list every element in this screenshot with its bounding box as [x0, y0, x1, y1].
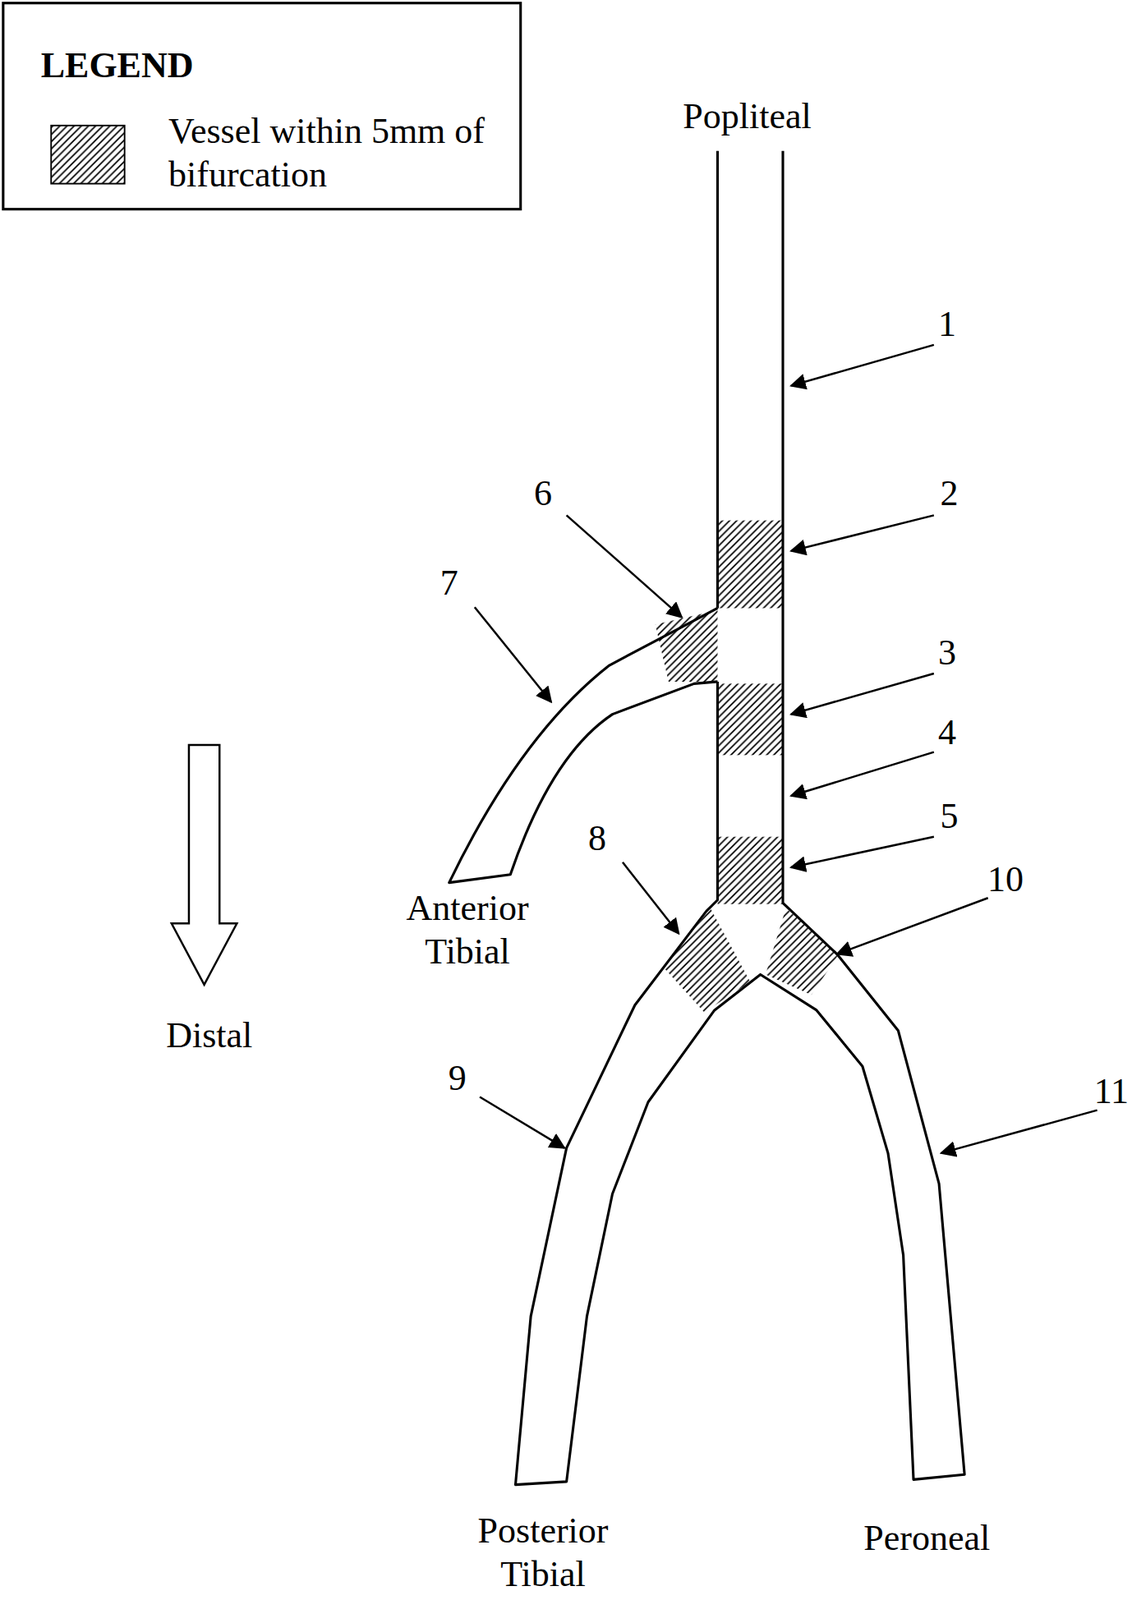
callout-number: 10 — [987, 858, 1024, 902]
leader-arrow — [622, 862, 679, 935]
legend-frame — [3, 3, 521, 210]
vessel-wall — [449, 607, 718, 883]
vessel-wall — [716, 151, 719, 609]
vessel-name: Anterior Tibial — [377, 887, 557, 975]
leader-arrow — [474, 607, 552, 703]
callout-number: 2 — [940, 472, 959, 516]
leader-lines — [474, 345, 1098, 1154]
vessel-name: Popliteal — [682, 95, 811, 139]
vessel-name: Posterior Tibial — [443, 1509, 643, 1597]
hatch-region — [717, 837, 783, 905]
vessel-name: Peroneal — [863, 1517, 990, 1561]
leader-arrow — [941, 1110, 1098, 1154]
callout-number: 1 — [938, 303, 957, 347]
hatch-region — [717, 520, 783, 609]
leader-arrow — [791, 673, 935, 715]
hatched-segments — [655, 520, 840, 1013]
callout-number: 8 — [588, 817, 607, 861]
leader-arrow — [479, 1097, 565, 1149]
direction-arrow — [171, 745, 238, 985]
callout-number: 5 — [940, 795, 959, 839]
hatch-region — [655, 610, 718, 682]
vessel-wall — [515, 151, 966, 1486]
leader-arrow — [566, 515, 682, 617]
legend-heading: LEGEND — [41, 44, 194, 88]
callout-number: 4 — [938, 711, 957, 755]
leader-arrow — [791, 752, 935, 797]
callout-number: 3 — [938, 631, 957, 676]
hatch-region — [663, 908, 751, 1013]
leader-arrow — [791, 837, 935, 868]
leader-arrow — [791, 345, 935, 387]
hatch-region — [717, 683, 783, 755]
legend-text: Vessel within 5mm of bifurcation — [168, 110, 506, 198]
leader-arrow — [837, 897, 989, 954]
leader-arrow — [791, 515, 935, 551]
callout-number: 6 — [533, 472, 553, 516]
direction-label: Distal — [165, 1014, 253, 1059]
callout-number: 7 — [440, 561, 459, 606]
vessel-outline — [449, 151, 965, 1486]
legend-swatch — [50, 125, 125, 185]
callout-number: 11 — [1094, 1070, 1129, 1114]
callout-number: 9 — [448, 1057, 467, 1101]
